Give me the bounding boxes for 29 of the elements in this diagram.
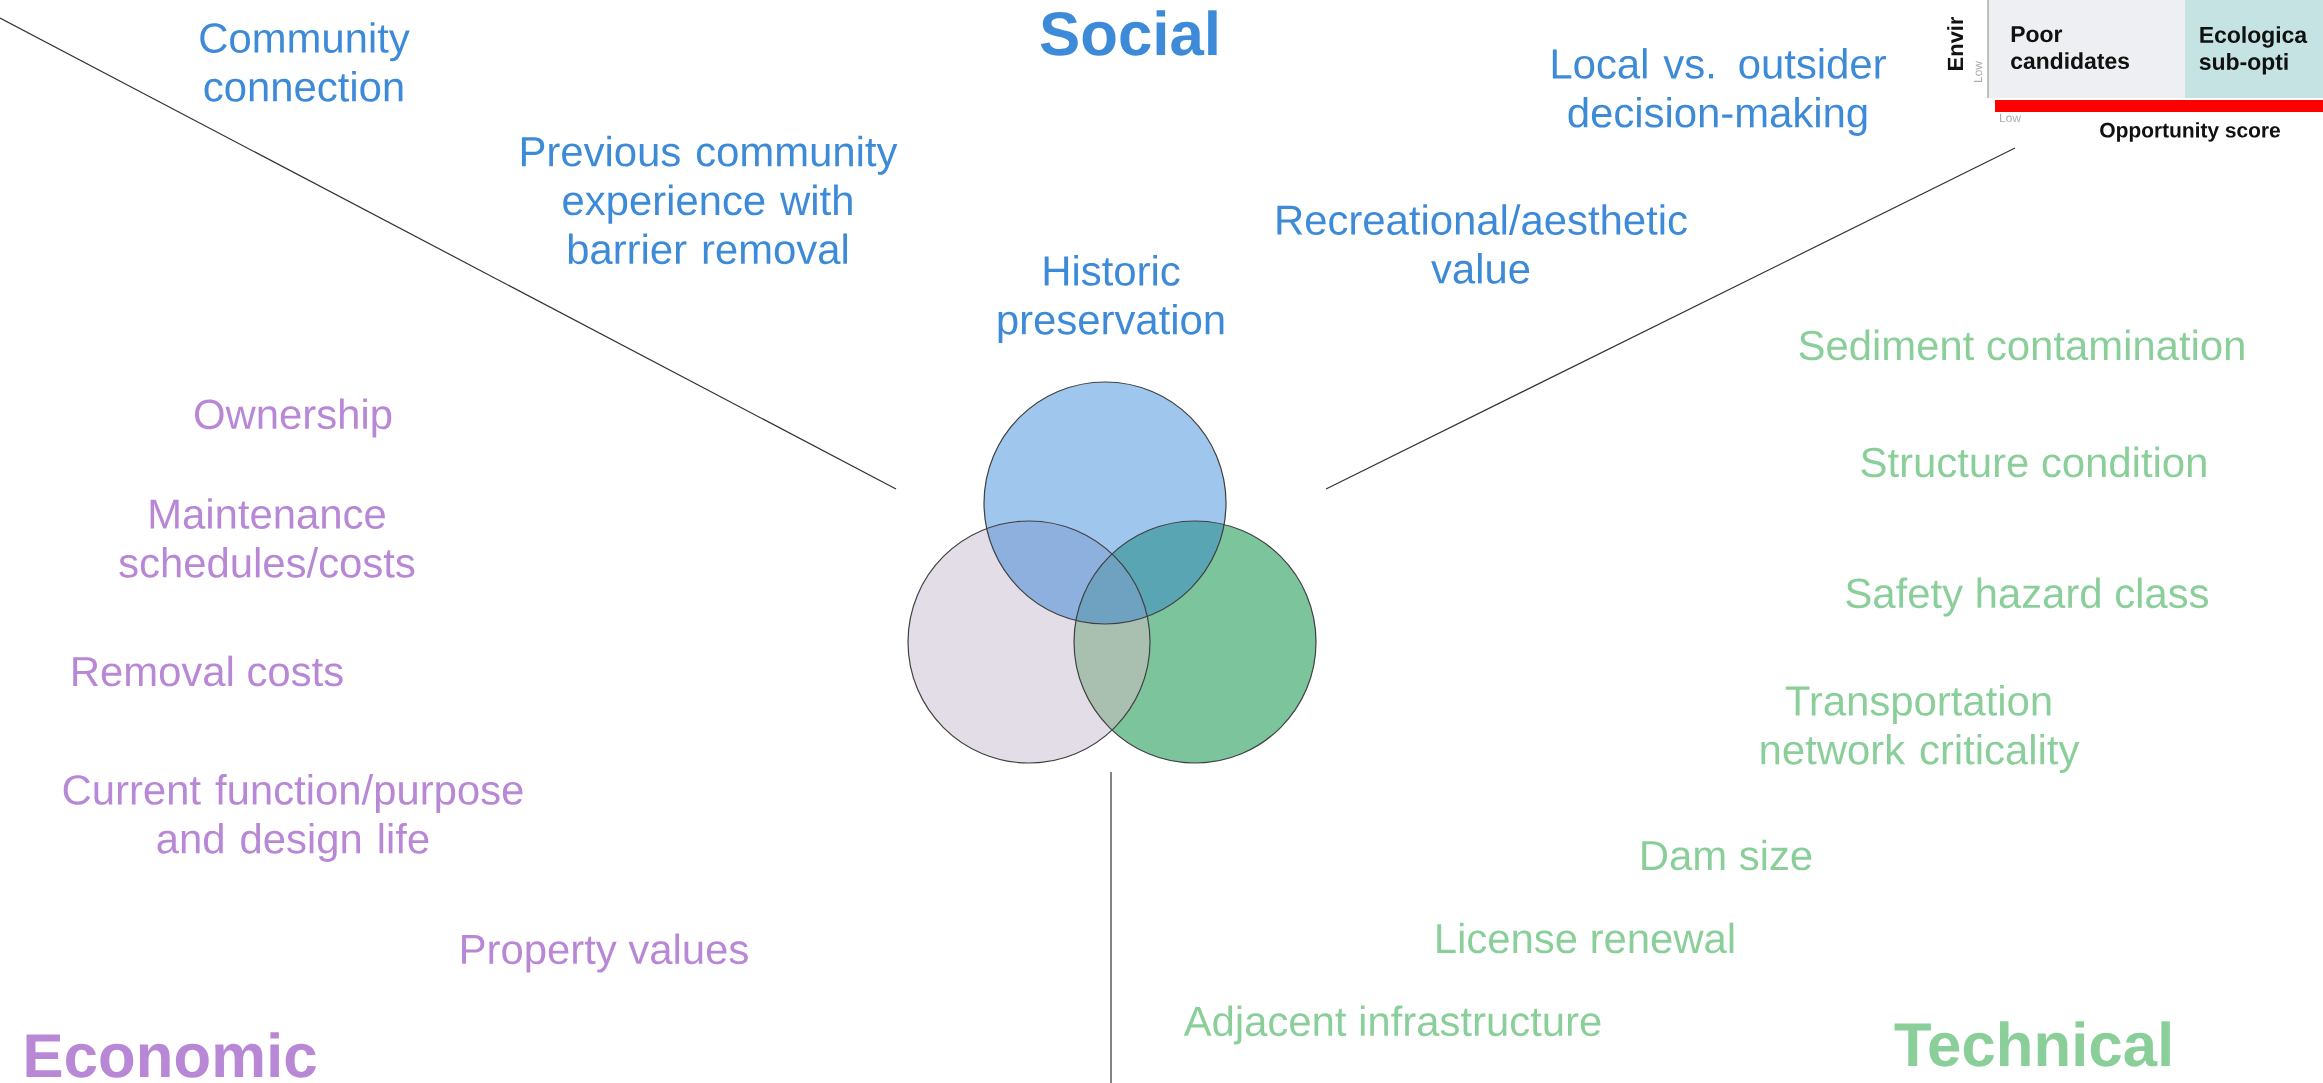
factor-label: Maintenance schedules/costs (119, 498, 415, 578)
category-heading: Economic (26, 1032, 316, 1078)
factor-label: Recreational/aesthetic value (1277, 204, 1687, 284)
axis-tick-label: Low (2000, 113, 2021, 123)
category-heading: Social (1040, 10, 1217, 56)
factor-label: Local vs. outsider decision-making (1552, 48, 1886, 136)
factor-label: Safety hazard class (1846, 577, 2208, 617)
factor-label: Removal costs (73, 655, 343, 687)
factor-label: Previous community experience with barrier removal (521, 135, 898, 265)
factor-label: Adjacent infrastructure (1183, 1005, 1601, 1045)
axis-label: Opportunity score (2100, 122, 2280, 142)
factor-label: Historic preservation (998, 255, 1224, 343)
venn-circle (907, 520, 1151, 764)
factor-label: Community connection (200, 22, 410, 102)
factor-label: Transportation network criticality (1761, 685, 2080, 773)
factor-label: Current function/purpose and design life (63, 774, 523, 862)
factor-label: Property values (462, 933, 748, 973)
venn-circle (983, 381, 1227, 625)
factor-label: Ownership (195, 398, 392, 438)
axis-label: Envir (1947, 16, 1963, 70)
factor-label: Sediment contamination (1799, 329, 2244, 361)
quadrant-label: Poor candidates (2011, 26, 2129, 70)
axis-tick-label: Low (1973, 61, 1983, 82)
category-heading: Technical (1894, 1021, 2170, 1067)
factor-label: Structure condition (1861, 446, 2206, 478)
venn-circle (1073, 520, 1317, 764)
factor-label: License renewal (1437, 922, 1734, 954)
quadrant-label: Ecologica sub-opti (2199, 26, 2308, 75)
factor-label: Dam size (1642, 839, 1812, 871)
